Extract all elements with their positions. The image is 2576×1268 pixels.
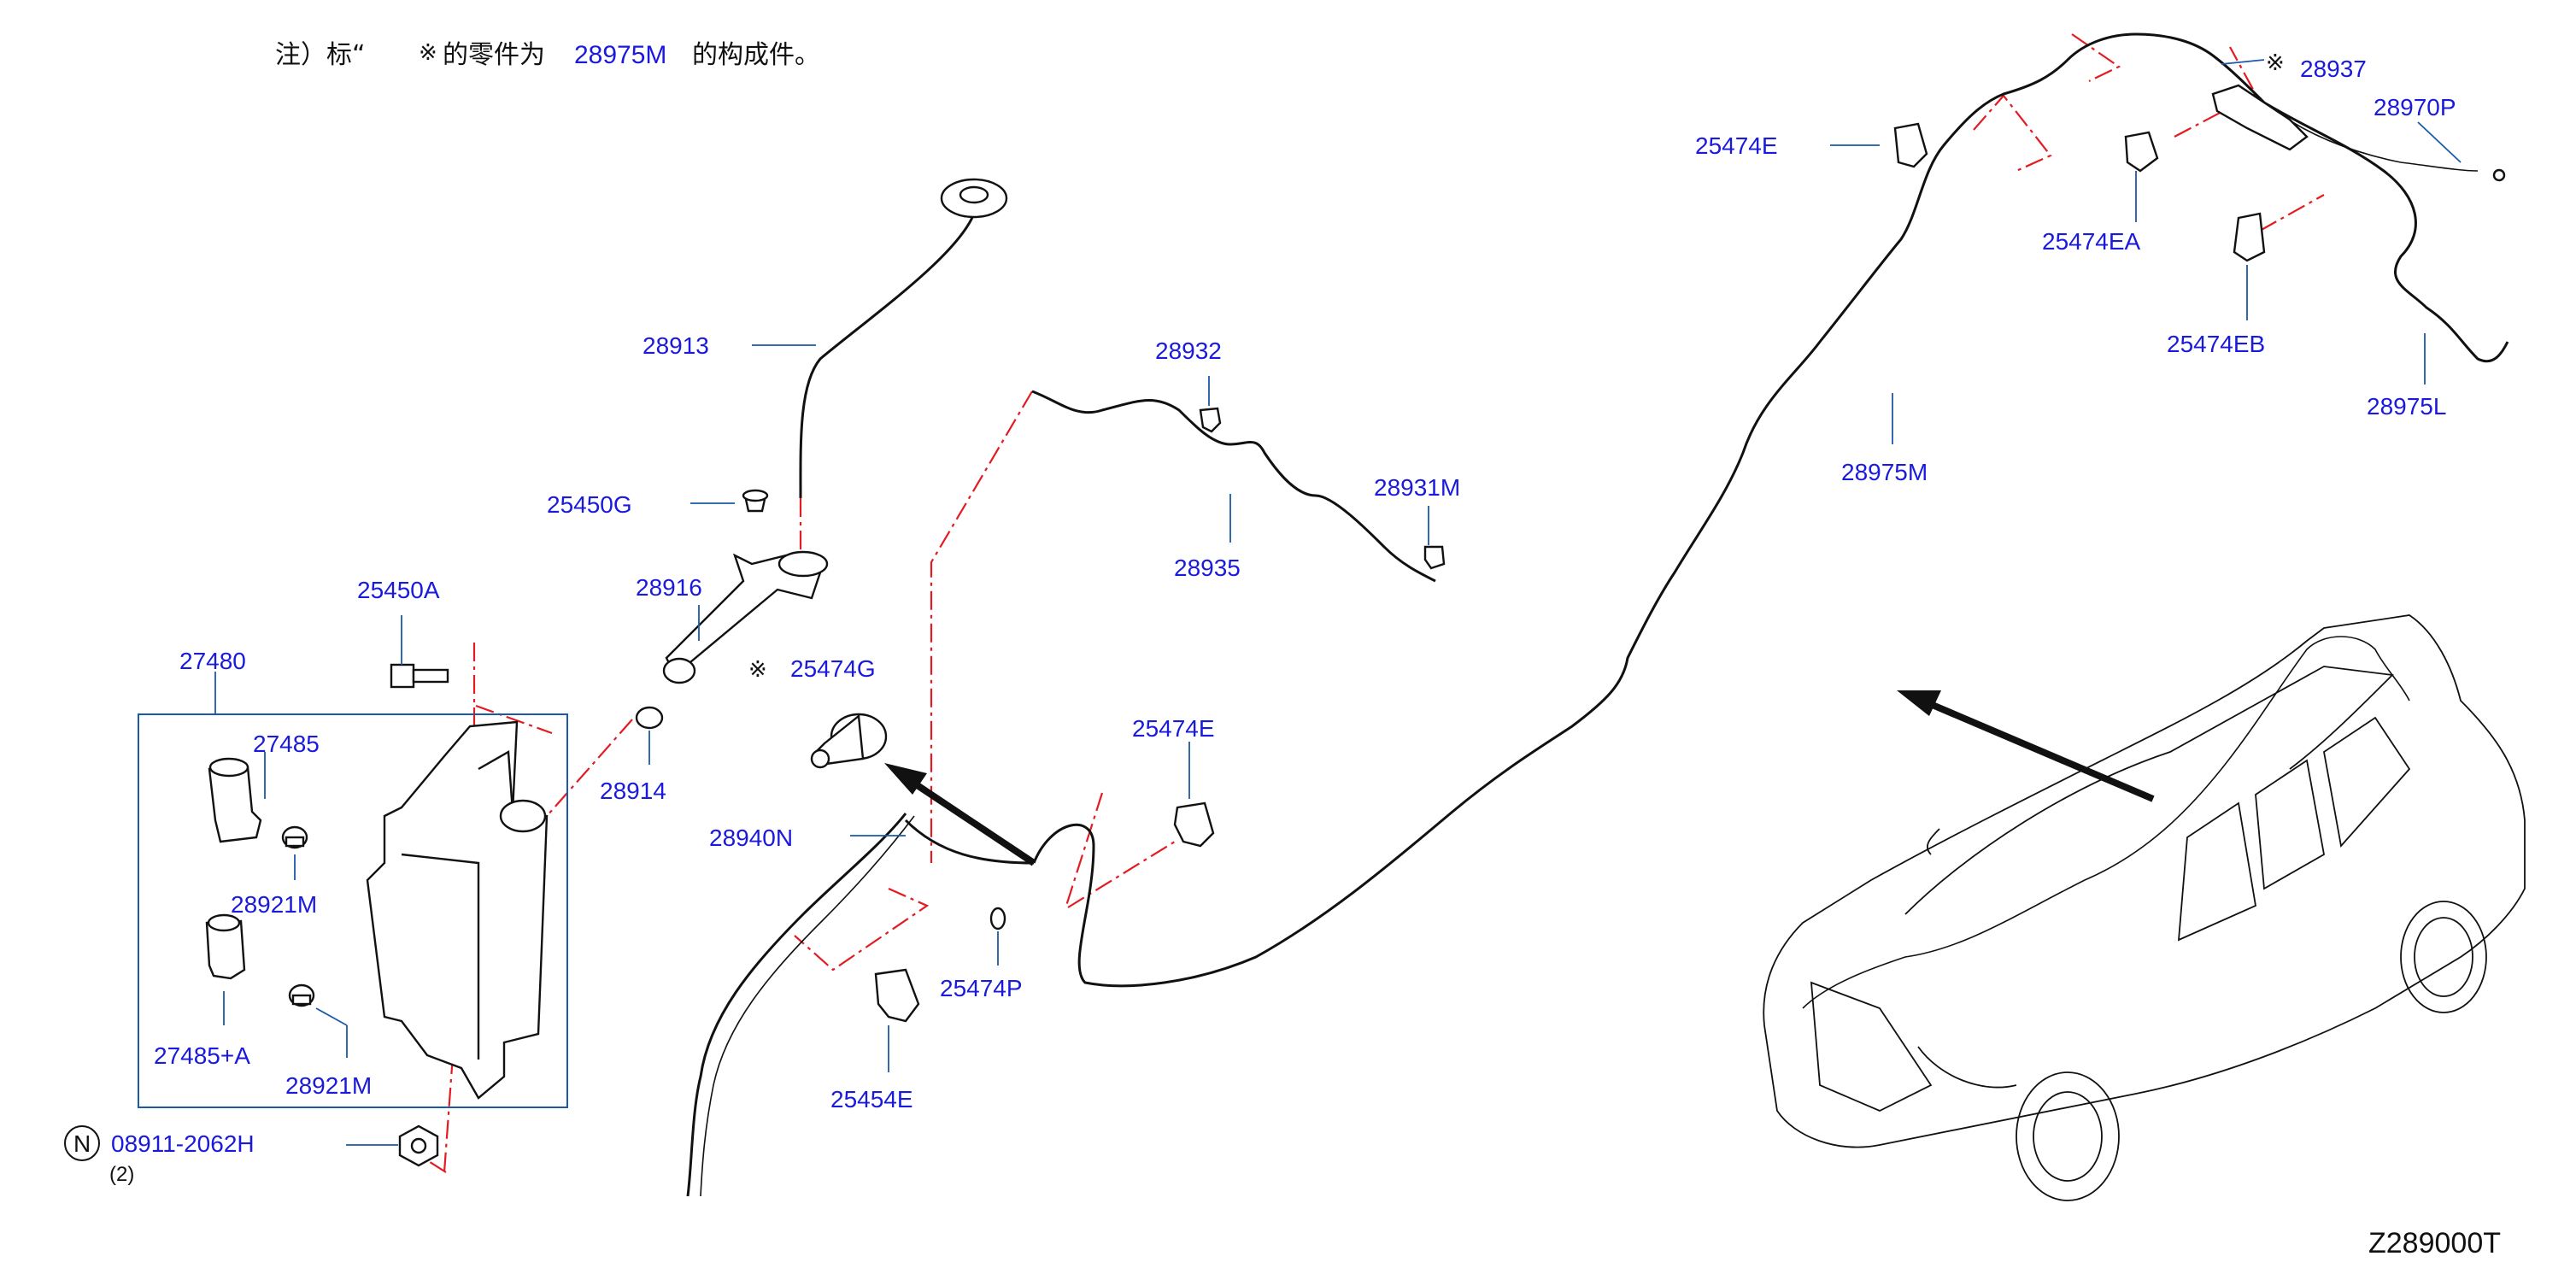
clip-25474EA (2124, 131, 2159, 173)
label-25474E-top: 25474E (1695, 132, 1778, 159)
label-25474E-mid: 25474E (1132, 715, 1215, 742)
label-27485A: 27485+A (154, 1042, 250, 1069)
clip-25454E (874, 968, 920, 1023)
filler-cap (940, 178, 1008, 219)
note-assembly: 28975M (574, 41, 666, 69)
assembly-box-27480 (138, 713, 568, 1108)
o-ring-28914 (635, 706, 664, 730)
label-25474P: 25474P (940, 975, 1023, 1001)
hose-bundle-28970P (2211, 84, 2506, 182)
pointer-arrow-left (884, 763, 1036, 866)
filler-neck-28916 (662, 550, 829, 684)
diagram-code: Z289000T (2368, 1227, 2501, 1259)
connector-28931M (1423, 545, 1446, 570)
marker-25474G: ※ (748, 657, 767, 683)
label-25474EB: 25474EB (2167, 331, 2265, 357)
label-28914: 28914 (600, 778, 666, 804)
label-28937: 28937 (2300, 56, 2367, 82)
label-28932: 28932 (1155, 338, 1222, 364)
label-28940N: 28940N (709, 825, 793, 851)
connector-28932 (1199, 407, 1222, 433)
bolt-25450A (390, 663, 449, 689)
grommet-25450G (742, 489, 769, 513)
label-25474G: 25474G (790, 655, 876, 682)
hoses (686, 32, 2509, 1197)
label-28913: 28913 (643, 332, 709, 359)
note-middle: 的零件为 (443, 40, 545, 70)
label-28975M: 28975M (1841, 459, 1928, 485)
washer-reservoir (366, 720, 549, 1100)
vehicle-outline (1763, 614, 2526, 1201)
label-25450A: 25450A (357, 577, 440, 603)
clip-25474E-top (1893, 122, 1928, 168)
leader-lines (214, 59, 2462, 1146)
label-28921M-lower: 28921M (285, 1072, 372, 1099)
label-28970P: 28970P (2374, 94, 2456, 120)
part-labels: 28913 25450G 28916 25450A 27480 27485 28… (64, 50, 2456, 1186)
label-27485: 27485 (253, 731, 320, 757)
label-28975L: 28975L (2367, 393, 2446, 420)
assembly-lines (426, 33, 2325, 1173)
pump-27485 (208, 757, 262, 843)
marker-28937: ※ (2266, 50, 2285, 76)
pump-27485A (205, 913, 246, 980)
grommet-25474G (810, 713, 888, 769)
label-27480: 27480 (179, 648, 246, 674)
label-28935: 28935 (1174, 555, 1241, 581)
nut-marker-circle (64, 1125, 100, 1161)
label-28921M-upper: 28921M (231, 891, 317, 918)
note-symbol: ※ (419, 40, 437, 66)
nut-marker-letter: N (73, 1130, 91, 1157)
note-prefix: 注）标“ (275, 40, 366, 70)
clip-25474P (989, 907, 1006, 930)
clip-25474EB (2233, 212, 2266, 262)
header-note: 注）标“ ※ 的零件为 28975M 的构成件。 (275, 40, 820, 70)
label-28916: 28916 (636, 574, 702, 601)
label-25450G: 25450G (547, 491, 632, 518)
clip-25474E-mid (1173, 801, 1215, 848)
grommet-28921M-lower (288, 983, 315, 1007)
label-08911: 08911-2062H (111, 1130, 255, 1157)
grommet-28921M-upper (281, 825, 308, 849)
note-suffix: 的构成件。 (692, 40, 820, 70)
nut-08911 (398, 1124, 439, 1167)
label-25474EA: 25474EA (2042, 228, 2141, 255)
label-28931M: 28931M (1374, 474, 1460, 501)
label-08911-qty: (2) (109, 1163, 134, 1186)
label-25454E: 25454E (830, 1086, 913, 1112)
